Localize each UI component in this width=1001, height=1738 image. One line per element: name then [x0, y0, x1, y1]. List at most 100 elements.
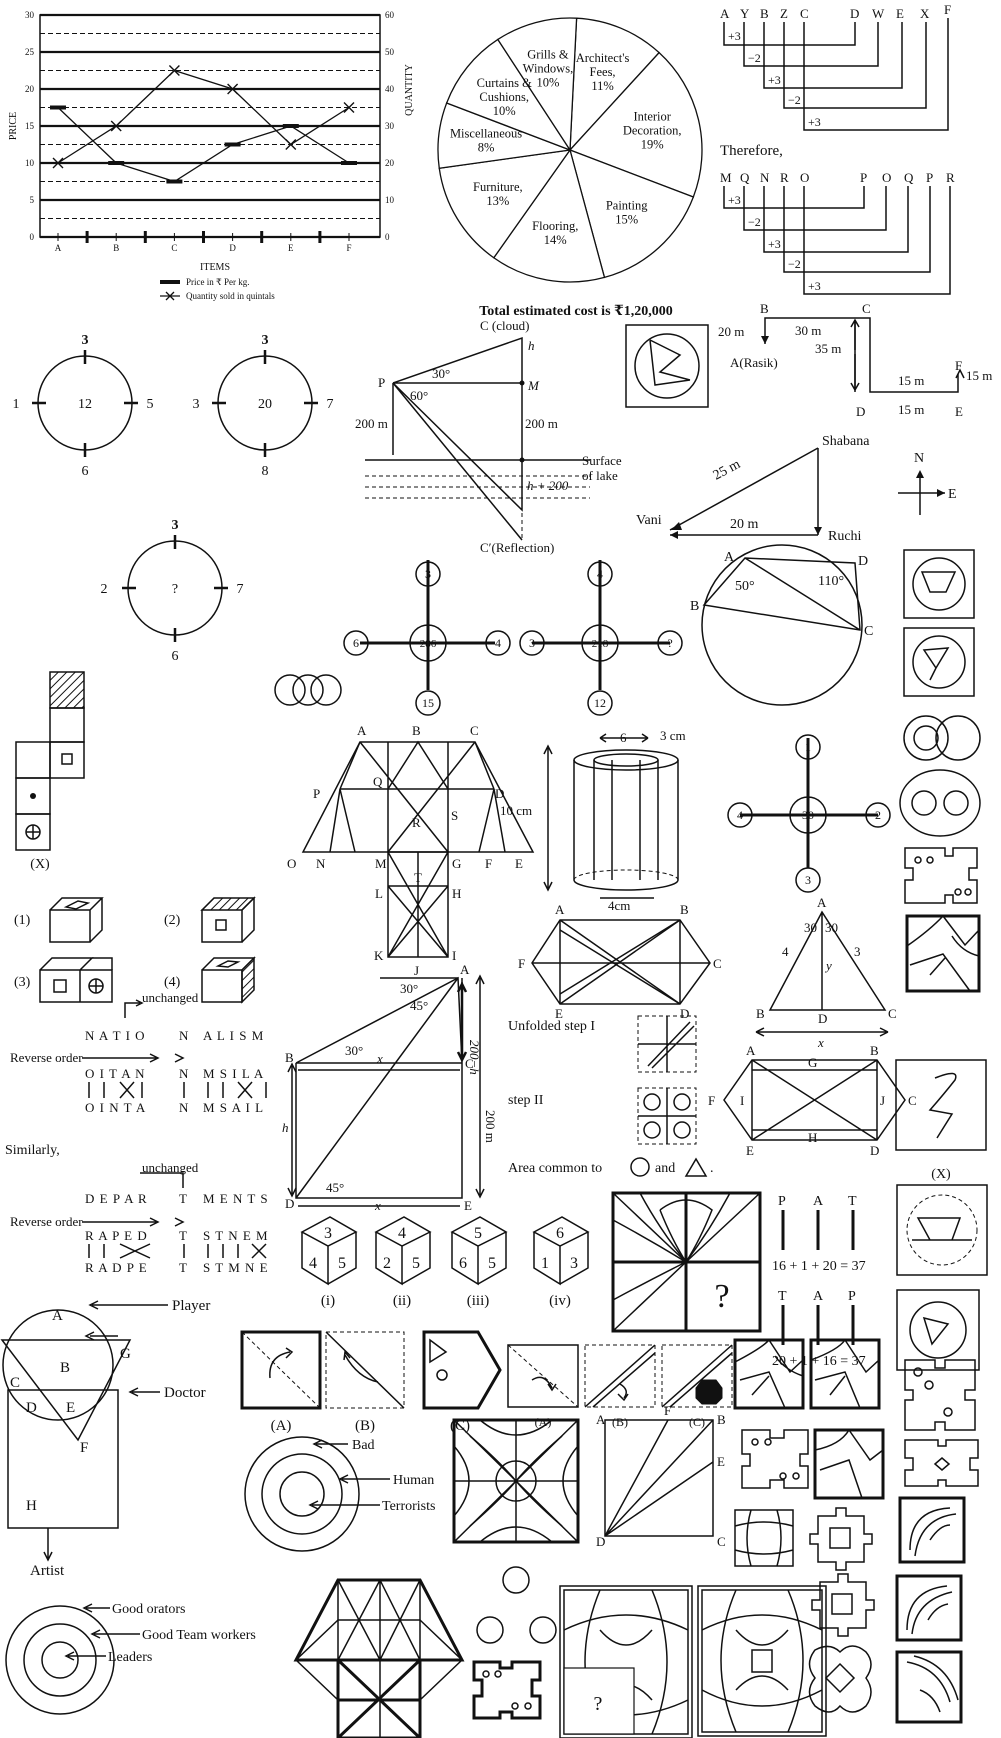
- svg-text:45°: 45°: [410, 998, 428, 1013]
- svg-text:Unfolded step I: Unfolded step I: [508, 1019, 595, 1034]
- line-chart-y2-ticks: 0102030405060: [385, 10, 395, 242]
- puzzle-piece-options: [742, 1360, 978, 1488]
- svg-text:(ii): (ii): [393, 1293, 411, 1309]
- counting-figure-bottom: [296, 1580, 462, 1738]
- s-line-figure: (X): [896, 1060, 986, 1182]
- svg-text:C (cloud): C (cloud): [480, 318, 529, 333]
- svg-text:h: h: [528, 338, 535, 353]
- code2-out-3: Q: [904, 170, 914, 185]
- svg-text:30: 30: [802, 808, 814, 822]
- svg-text:x: x: [376, 1051, 383, 1066]
- svg-text:B: B: [412, 723, 421, 738]
- svg-text:B: B: [760, 301, 769, 316]
- line-chart: 051015202530 0102030405060 ABCDEF PRICE …: [8, 10, 415, 301]
- y-tick-label: 10: [25, 158, 35, 168]
- paper-folding-steps: Unfolded step I step II Area common to a…: [508, 1016, 714, 1176]
- svg-text:25 m: 25 m: [711, 457, 743, 484]
- svg-text:C: C: [888, 1006, 897, 1021]
- svg-text:A: A: [52, 1308, 63, 1324]
- svg-text:C: C: [470, 723, 479, 738]
- svg-text:30°: 30°: [400, 981, 418, 996]
- svg-text:2: 2: [875, 808, 881, 822]
- cube-option-2: [202, 898, 254, 942]
- svg-text:I: I: [740, 1093, 744, 1108]
- svg-text:A: A: [555, 902, 565, 917]
- svg-text:D: D: [856, 404, 865, 419]
- svg-text:C′(Reflection): C′(Reflection): [480, 540, 554, 555]
- svg-text:Shabana: Shabana: [822, 434, 870, 449]
- code-out-3: E: [896, 6, 904, 21]
- code2-out-1: P: [860, 170, 867, 185]
- svg-text:Vani: Vani: [636, 513, 662, 528]
- pie-label: Curtains &: [477, 76, 532, 90]
- svg-text:P: P: [778, 1194, 786, 1209]
- star-figure-1: 3 6 4 15 286: [344, 560, 510, 715]
- svg-text:Leaders: Leaders: [108, 1650, 152, 1665]
- svg-text:2: 2: [383, 1255, 391, 1272]
- svg-text:286: 286: [420, 638, 437, 650]
- svg-text:H: H: [808, 1130, 817, 1145]
- svg-text:S T N E M: S T N E M: [203, 1228, 269, 1243]
- pie-label: 19%: [641, 138, 664, 152]
- svg-text:D E P A R: D E P A R: [85, 1191, 148, 1206]
- svg-text:3: 3: [529, 636, 535, 650]
- code-op-1: +3: [728, 29, 741, 43]
- svg-text:Doctor: Doctor: [164, 1385, 206, 1401]
- pie-label: Decoration,: [623, 124, 682, 138]
- svg-text:?: ?: [667, 636, 672, 650]
- svg-text:S T M N E: S T M N E: [203, 1260, 269, 1275]
- svg-text:4: 4: [782, 944, 789, 959]
- svg-text:T: T: [848, 1194, 857, 1209]
- dice-1: 3 4 5 (i): [302, 1217, 356, 1309]
- code-op-5: +3: [808, 115, 821, 129]
- number-circles: 3 1 5 6 12 3 3 7 8 20 3 2 7 6 ?: [13, 333, 334, 664]
- svg-text:G: G: [808, 1055, 817, 1070]
- y2-tick-label: 30: [385, 121, 395, 131]
- hexagon-rectangle-figure-1: A B C D E F: [518, 902, 722, 1021]
- svg-text:5: 5: [147, 397, 154, 412]
- svg-text:15 m: 15 m: [966, 368, 992, 383]
- svg-text:C: C: [908, 1093, 917, 1108]
- svg-text:F: F: [80, 1440, 88, 1456]
- svg-text:step II: step II: [508, 1093, 544, 1108]
- svg-text:6: 6: [459, 1255, 467, 1272]
- svg-text:and: and: [655, 1161, 675, 1176]
- svg-text:E: E: [948, 487, 957, 502]
- svg-text:H: H: [26, 1498, 37, 1514]
- celtic-knot-figure: [698, 1586, 826, 1736]
- svg-text:(C): (C): [689, 1415, 705, 1429]
- dice-3: 5 6 5 (iii): [452, 1217, 506, 1309]
- svg-text:D: D: [680, 1006, 689, 1021]
- cloud-reflection-diagram: C (cloud) h P 30° 60° M 200 m 200 m Surf…: [355, 318, 622, 555]
- svg-text:6: 6: [82, 464, 89, 479]
- line-chart-y-ticks: 051015202530: [25, 10, 35, 242]
- svg-text:12: 12: [78, 397, 92, 412]
- svg-text:A: A: [746, 1043, 756, 1058]
- code-out-2: W: [872, 6, 885, 21]
- svg-text:D: D: [858, 554, 868, 569]
- svg-text:N A T I O: N A T I O: [85, 1028, 146, 1043]
- svg-text:A(Rasik): A(Rasik): [730, 355, 778, 370]
- svg-text:S: S: [451, 808, 458, 823]
- svg-text:4: 4: [398, 1225, 406, 1242]
- svg-text:C: C: [10, 1375, 20, 1391]
- svg-text:4: 4: [495, 636, 501, 650]
- svg-text:218: 218: [592, 638, 609, 650]
- svg-text:20 m: 20 m: [718, 324, 744, 339]
- svg-text:12: 12: [594, 696, 606, 710]
- y-tick-label: 0: [30, 232, 35, 242]
- svg-text:(1): (1): [14, 913, 31, 928]
- svg-text:h + 200: h + 200: [527, 478, 569, 493]
- pie-label: Fees,: [590, 65, 616, 79]
- svg-text:1: 1: [13, 397, 20, 412]
- svg-text:(A): (A): [271, 1418, 292, 1434]
- cube-option-4: [202, 958, 254, 1002]
- code2-op-4: −2: [788, 257, 801, 271]
- pie-label: 10%: [493, 104, 516, 118]
- svg-text:(i): (i): [321, 1293, 335, 1309]
- svg-text:E: E: [66, 1400, 75, 1416]
- svg-text:J: J: [880, 1093, 885, 1108]
- code2-op-3: +3: [768, 237, 781, 251]
- code-out-5: F: [944, 2, 951, 17]
